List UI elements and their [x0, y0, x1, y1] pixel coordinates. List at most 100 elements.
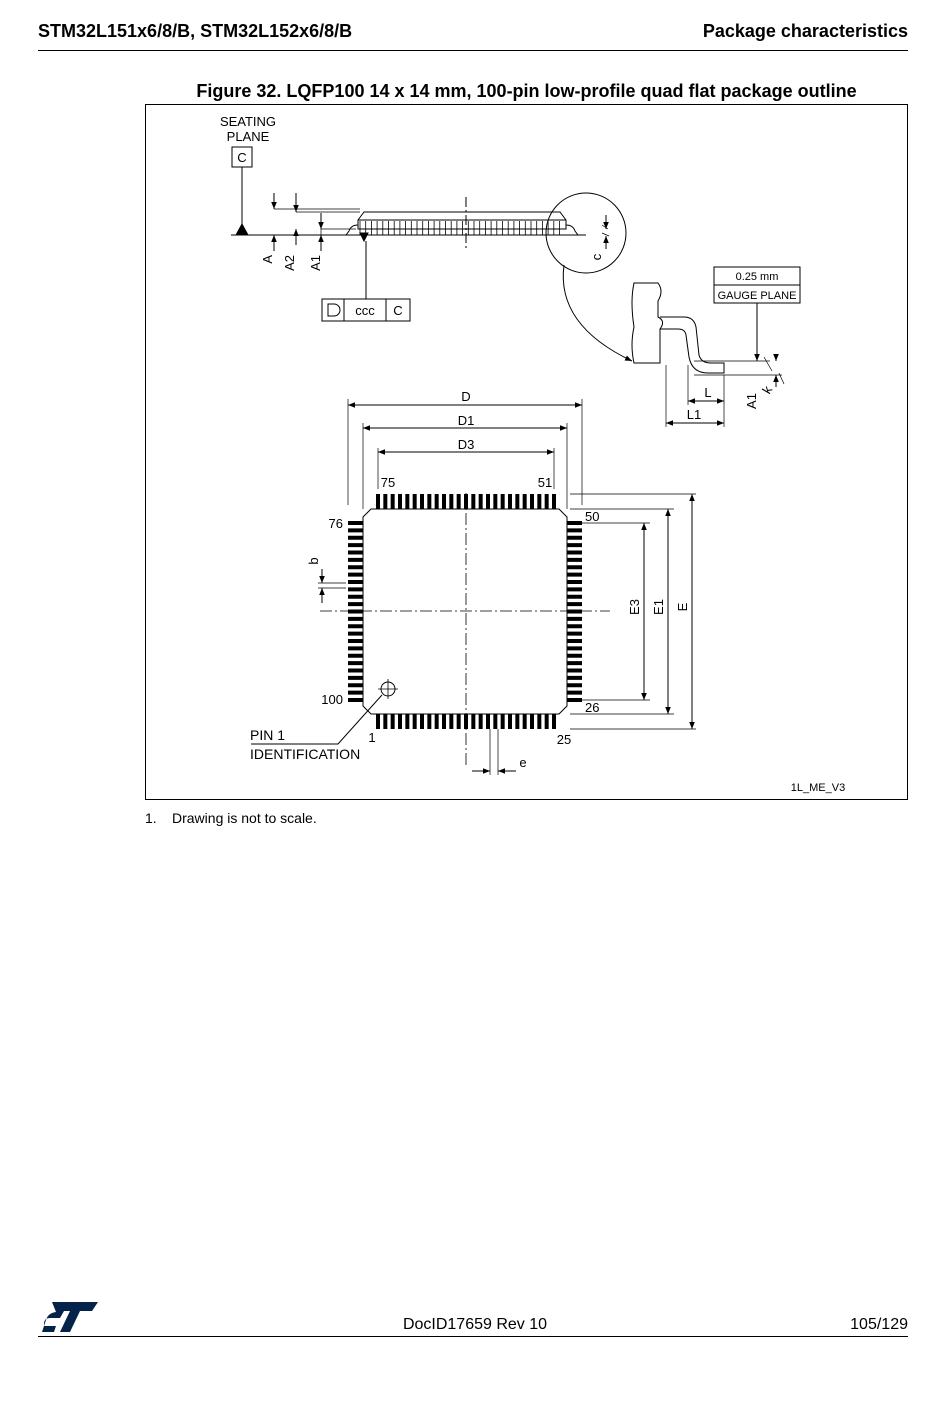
pin-lead [552, 714, 556, 729]
pin-lead [567, 698, 582, 702]
footer-page-number: 105/129 [850, 1316, 908, 1333]
pin-lead [567, 616, 582, 621]
pin-lead [412, 494, 417, 509]
flatness-symbol [327, 303, 341, 317]
pin-lead [567, 572, 582, 577]
pin-lead [567, 557, 582, 562]
pin-lead [348, 661, 363, 666]
dim-d3-label: D3 [458, 437, 475, 452]
pin-lead [508, 714, 512, 729]
pin-lead [348, 616, 363, 621]
pin-lead [442, 494, 446, 509]
detail-lead-shape [660, 316, 725, 374]
header-rule [38, 50, 908, 51]
pin-lead [456, 714, 461, 729]
figure-note: 1.Drawing is not to scale. [145, 810, 317, 826]
pin-lead [390, 494, 395, 509]
pin-lead [348, 653, 363, 658]
pin1-id-line1: PIN 1 [250, 727, 285, 743]
pin-lead [348, 580, 363, 584]
pin-lead [348, 565, 363, 570]
dim-e3-label: E3 [627, 599, 642, 615]
pin-lead [567, 543, 582, 548]
pin-lead [348, 543, 363, 548]
pin-lead [348, 572, 363, 577]
pin-lead [530, 494, 534, 509]
pin-lead [348, 609, 363, 614]
pin-number-26: 26 [585, 700, 599, 715]
pin-lead [348, 646, 363, 651]
dim-l1-label: L1 [687, 407, 701, 422]
dim-e-pitch-label: e [519, 755, 526, 770]
dim-e-label: E [675, 602, 690, 611]
dim-b-label: b [306, 557, 321, 564]
pin-lead [493, 714, 498, 729]
drawing-reference: 1L_ME_V3 [791, 782, 845, 794]
dim-d-label: D [461, 389, 470, 404]
pin-lead [449, 494, 454, 509]
pin-lead [567, 639, 582, 643]
pin-lead [376, 714, 380, 729]
pin-number-76: 76 [329, 516, 343, 531]
fcf-datum: C [393, 303, 402, 318]
pin-lead [567, 631, 582, 636]
pin-lead [522, 494, 527, 509]
pin-lead [383, 714, 388, 729]
pin-lead [348, 521, 363, 525]
detail-leader-arrow [562, 264, 633, 362]
pin-number-25: 25 [557, 732, 571, 747]
side-lead-comb [359, 221, 560, 235]
pin-lead [348, 631, 363, 636]
dim-a1-detail-label: A1 [744, 393, 759, 409]
dim-l-label: L [704, 385, 711, 400]
side-lead-right [565, 224, 586, 236]
pin-lead [544, 494, 549, 509]
pin-lead [486, 494, 490, 509]
pin-number-50: 50 [585, 509, 599, 524]
pin-lead [449, 714, 454, 729]
pin-lead [486, 714, 490, 729]
pin-lead [522, 714, 527, 729]
pin-lead [442, 714, 446, 729]
pin-lead [567, 653, 582, 658]
lead-detail-view: 0.25 mm GAUGE PLANE A1 k L L1 [631, 266, 801, 427]
pin-lead [348, 528, 363, 533]
top-view: D D1 D3 E E1 E3 [250, 389, 696, 775]
pin-lead [567, 587, 582, 592]
pin-lead [530, 714, 534, 729]
pin-lead [390, 714, 395, 729]
pin-lead [348, 587, 363, 592]
pin-number-100: 100 [321, 692, 343, 707]
pin-lead [420, 714, 424, 729]
pin-lead [376, 494, 380, 509]
pin-lead [348, 602, 363, 607]
pin-lead [427, 714, 432, 729]
pin-lead [471, 714, 476, 729]
pin-lead [515, 494, 520, 509]
pin-lead [348, 639, 363, 643]
note-number: 1. [145, 810, 157, 826]
pin-number-75: 75 [381, 475, 395, 490]
pin1-id-line2: IDENTIFICATION [250, 746, 360, 762]
pin-lead [398, 494, 402, 509]
header-section-title: Package characteristics [702, 21, 908, 41]
datum-c-label: C [237, 150, 246, 165]
pin1-leader [251, 694, 383, 745]
pin-lead [348, 557, 363, 562]
pin-lead [471, 494, 476, 509]
pin-lead [348, 690, 363, 695]
figure-frame: SEATING PLANE C A A2 [145, 104, 908, 800]
package-outline-drawing: SEATING PLANE C A A2 [220, 114, 845, 794]
pin-lead [383, 494, 388, 509]
pin-lead [348, 683, 363, 688]
pin-lead [567, 690, 582, 695]
detail-body-section [631, 282, 664, 364]
datum-triangle [235, 222, 249, 236]
pin-lead [567, 646, 582, 651]
pin-lead [544, 714, 549, 729]
pin-lead [493, 494, 498, 509]
pin-lead [567, 675, 582, 680]
pin-lead [567, 668, 582, 673]
dim-k-label: k [759, 383, 775, 397]
label-plane: PLANE [227, 129, 270, 144]
